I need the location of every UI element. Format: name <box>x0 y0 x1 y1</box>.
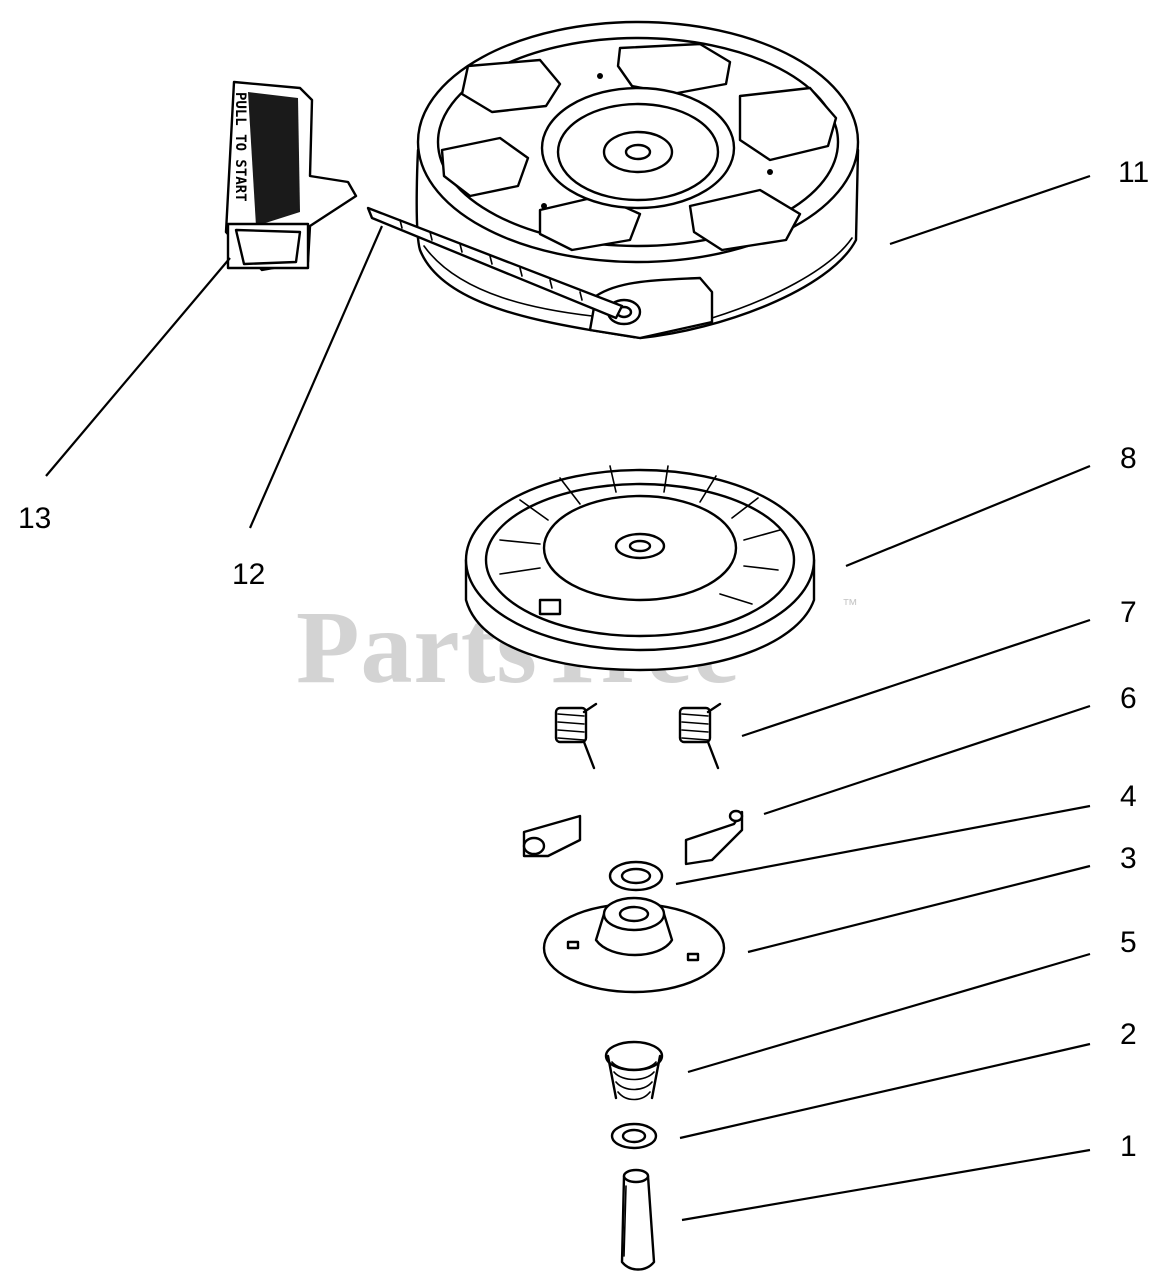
part-11-starter-housing <box>415 20 860 340</box>
callout-numbers: 11 8 7 6 4 3 5 2 1 13 12 <box>18 156 1149 1163</box>
spring-right <box>678 702 722 770</box>
callout-2: 2 <box>1120 1018 1137 1051</box>
callout-7: 7 <box>1120 596 1137 629</box>
part-2-washer <box>610 1122 658 1150</box>
leader-7 <box>741 618 1091 738</box>
spring-left <box>554 702 598 770</box>
callout-8: 8 <box>1120 442 1137 475</box>
part-13-starter-handle: PULL TO START <box>224 80 358 272</box>
callout-13: 13 <box>18 502 51 535</box>
callout-12: 12 <box>232 558 265 591</box>
leader-5 <box>687 952 1091 1074</box>
leader-1 <box>681 1148 1091 1222</box>
callout-6: 6 <box>1120 682 1137 715</box>
watermark-trademark: ™ <box>842 597 858 614</box>
part-8-pulley <box>464 465 816 672</box>
callout-11: 11 <box>1118 156 1149 189</box>
leader-3 <box>747 864 1091 954</box>
leader-4 <box>675 804 1091 886</box>
callout-lines <box>45 174 1091 1222</box>
callout-1: 1 <box>1120 1130 1137 1163</box>
callout-5: 5 <box>1120 926 1137 959</box>
leader-8 <box>845 464 1091 568</box>
part-12-starter-rope <box>366 206 624 320</box>
leader-2 <box>679 1042 1091 1140</box>
leader-12 <box>248 225 384 529</box>
handle-label: PULL TO START <box>232 92 248 202</box>
callout-4: 4 <box>1120 780 1137 813</box>
part-1-pin <box>620 1168 656 1271</box>
part-7-pawl-springs <box>554 702 722 770</box>
leader-13 <box>45 257 231 477</box>
part-6-pawls <box>522 809 744 866</box>
leader-11 <box>889 174 1091 246</box>
callout-3: 3 <box>1120 842 1137 875</box>
part-5-spring <box>604 1040 664 1101</box>
leader-6 <box>763 704 1091 816</box>
part-4-washer <box>608 860 664 892</box>
part-3-retainer <box>542 896 726 994</box>
